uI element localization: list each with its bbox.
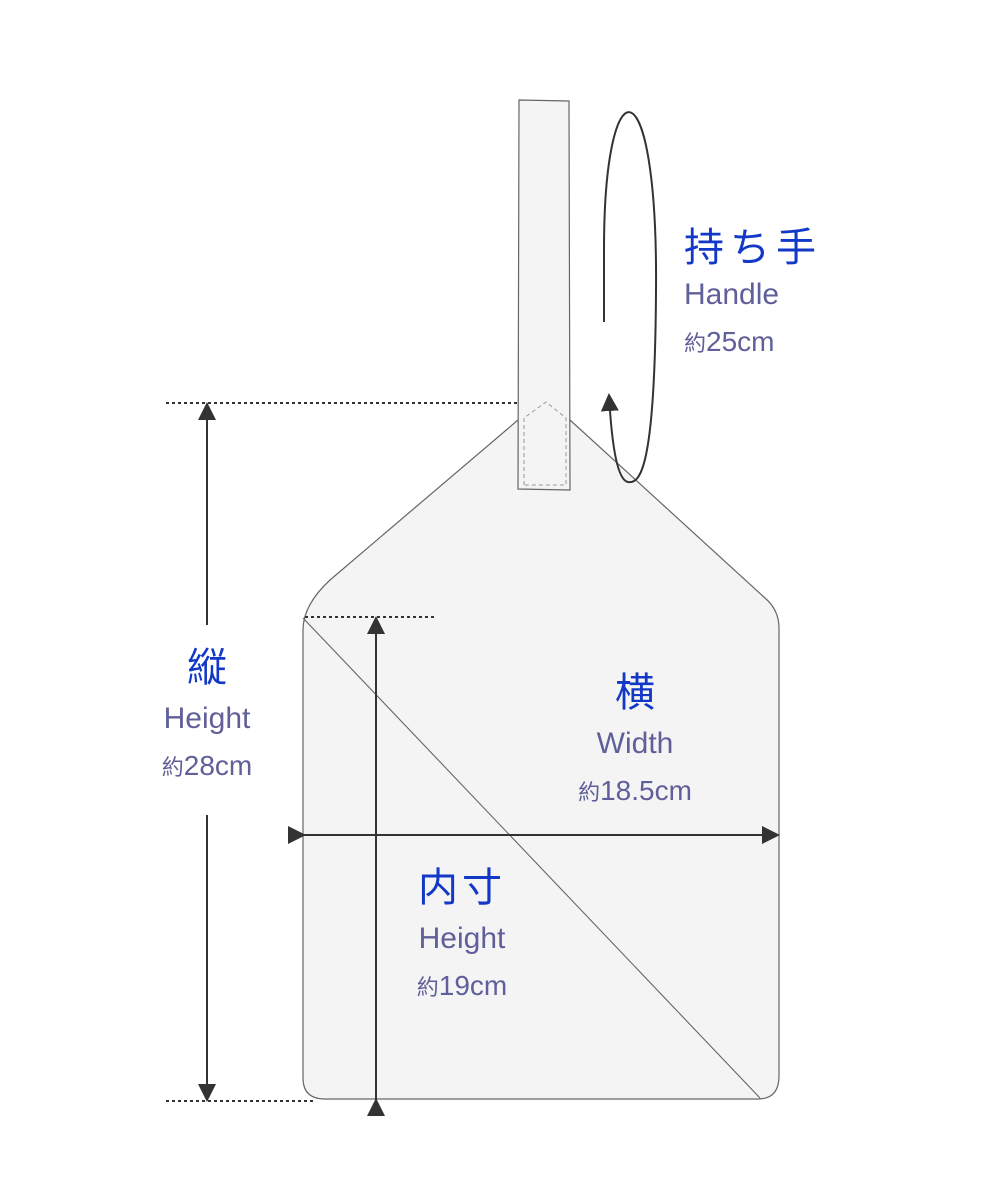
handle-stitch [523, 401, 567, 486]
height-label-en: Height [163, 702, 251, 735]
inner-height-label-en: Height [418, 922, 506, 955]
width-label-jp: 横 [615, 670, 655, 716]
width-label-en: Width [596, 727, 674, 760]
handle-strap [517, 99, 571, 491]
height-size: 約28cm [161, 750, 253, 781]
width-size: 約18.5cm [578, 775, 692, 806]
inner-height-label-jp: 内寸 [418, 865, 506, 911]
handle-label-jp: 持ち手 [684, 225, 822, 271]
handle-size: 約25cm [684, 326, 775, 357]
handle-loop-arrow [600, 111, 658, 484]
width-label: 横 Width 約18.5cm [535, 673, 735, 805]
height-label: 縦 Height 約28cm [127, 648, 287, 780]
handle-label: 持ち手 Handle 約25cm [684, 228, 822, 356]
inner-height-label: 内寸 Height 約19cm [362, 868, 562, 1000]
handle-label-en: Handle [684, 278, 780, 311]
inner-height-size: 約19cm [416, 970, 508, 1001]
height-label-jp: 縦 [187, 645, 227, 691]
bag-body [302, 419, 780, 1100]
